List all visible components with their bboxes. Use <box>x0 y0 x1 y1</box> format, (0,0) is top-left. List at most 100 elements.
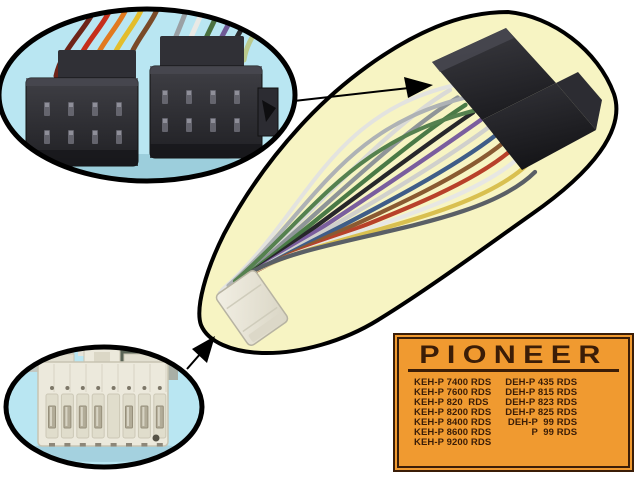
pin-slot-glint <box>187 91 191 95</box>
pin-slot-glint <box>211 119 215 123</box>
pin-hole-bottom <box>141 443 148 447</box>
metal-contact-highlight <box>50 407 52 426</box>
pin-hole-bottom <box>79 443 86 447</box>
arrow-head <box>192 336 215 363</box>
callout-arrows <box>186 77 433 370</box>
metal-contact-highlight <box>142 407 145 426</box>
pin-hole-bottom <box>64 443 71 447</box>
arrow-head <box>404 77 433 98</box>
pin-slot-glint <box>45 103 49 107</box>
plug-latch-inner <box>94 352 110 362</box>
pin-slot-glint <box>163 119 167 123</box>
connector-bottom-shade <box>150 144 262 158</box>
arrow-line <box>293 87 410 102</box>
main-callout-harness <box>197 9 619 356</box>
iso-speaker-connector-photo <box>149 36 279 159</box>
plug-end-cap <box>248 314 284 342</box>
pin-hole-top <box>157 386 162 390</box>
pioneer-plug-photo <box>215 270 289 346</box>
model-number: DEH-P 825 RDS <box>505 406 578 418</box>
pin-slot-glint <box>187 119 191 123</box>
pin-slot-glint <box>235 91 239 95</box>
pin-hole-top <box>111 386 116 390</box>
harness-stray-wires <box>220 83 487 292</box>
connector-top-highlight <box>150 66 262 74</box>
iso-connector-blocks-photo <box>432 28 602 170</box>
wire <box>226 94 472 288</box>
iso-connectors-callout <box>0 6 298 184</box>
connector-back-step <box>160 36 244 70</box>
plug-keying-hole <box>152 434 160 442</box>
metal-contact-highlight <box>65 407 68 426</box>
model-number: KEH-P 8400 RDS <box>414 417 492 429</box>
arrow-to-iso-connectors-icon <box>293 77 433 102</box>
model-number: DEH-P 99 RDS <box>507 417 578 429</box>
wire <box>247 169 538 276</box>
callout-top-outline <box>0 6 298 184</box>
pin-slot-glint <box>163 91 167 95</box>
pin-slot-glint <box>93 103 97 107</box>
iso-block-left-top-edge <box>432 28 514 72</box>
connector-top-highlight <box>26 78 138 86</box>
pin-hole-bottom <box>156 443 163 447</box>
pioneer-plug-front-photo <box>37 347 169 447</box>
model-number: KEH-P 820 RDS <box>414 396 489 408</box>
main-ellipse-outline <box>197 9 619 356</box>
model-number: KEH-P 8600 RDS <box>414 427 492 439</box>
pin-slot-glint <box>93 131 97 135</box>
metal-contact-highlight <box>157 407 160 426</box>
plug-rib <box>226 283 262 310</box>
pin-hole-top <box>65 386 70 390</box>
pin-slot-glint <box>69 131 73 135</box>
model-number: DEH-P 823 RDS <box>505 396 578 408</box>
model-number: KEH-P 7400 RDS <box>414 376 492 388</box>
pin-slots <box>162 90 240 132</box>
arrow-line <box>186 352 202 370</box>
pin-hole-bottom <box>126 443 132 447</box>
model-number: DEH-P 815 RDS <box>505 386 578 398</box>
pin-slot-glint <box>117 103 121 107</box>
pin-slot-glint <box>117 131 121 135</box>
pin-hole-top <box>127 386 131 390</box>
pin-slot-glint <box>235 119 239 123</box>
pin-slots <box>44 102 122 144</box>
model-number: DEH-P 435 RDS <box>505 376 578 388</box>
model-number: P 99 RDS <box>531 427 578 439</box>
model-number: KEH-P 9200 RDS <box>414 437 492 449</box>
pin-channel <box>107 393 121 439</box>
pin-hole-top <box>96 386 101 390</box>
model-number: KEH-P 7600 RDS <box>414 386 492 398</box>
brand-logo: PIONEER <box>419 341 608 369</box>
plug-rib <box>242 306 278 333</box>
callout-bottom-outline <box>3 344 205 470</box>
pin-hole-top <box>80 386 85 390</box>
connector-back-step <box>58 50 136 80</box>
metal-contact-highlight <box>127 407 129 426</box>
metal-contact-highlight <box>80 407 83 426</box>
model-number: KEH-P 8200 RDS <box>414 406 492 418</box>
pin-hole-bottom <box>49 443 55 447</box>
wire <box>220 83 457 292</box>
connector-shadow <box>19 442 189 462</box>
harness-wire-bundle <box>217 87 538 296</box>
pin-slot-glint <box>211 91 215 95</box>
wire <box>233 106 487 283</box>
pioneer-plug-callout <box>3 344 205 470</box>
pin-hole-bottom <box>110 443 117 447</box>
arrow-to-plug-icon <box>186 336 215 370</box>
plug-seams <box>53 364 167 392</box>
pin-hole-top <box>142 386 147 390</box>
pin-slot-glint <box>45 131 49 135</box>
metal-contact-highlight <box>96 407 99 426</box>
pin-hole-bottom <box>95 443 102 447</box>
iso-block-right-top <box>556 72 602 130</box>
brand-underline <box>408 369 619 372</box>
pin-hole-top <box>50 386 54 390</box>
